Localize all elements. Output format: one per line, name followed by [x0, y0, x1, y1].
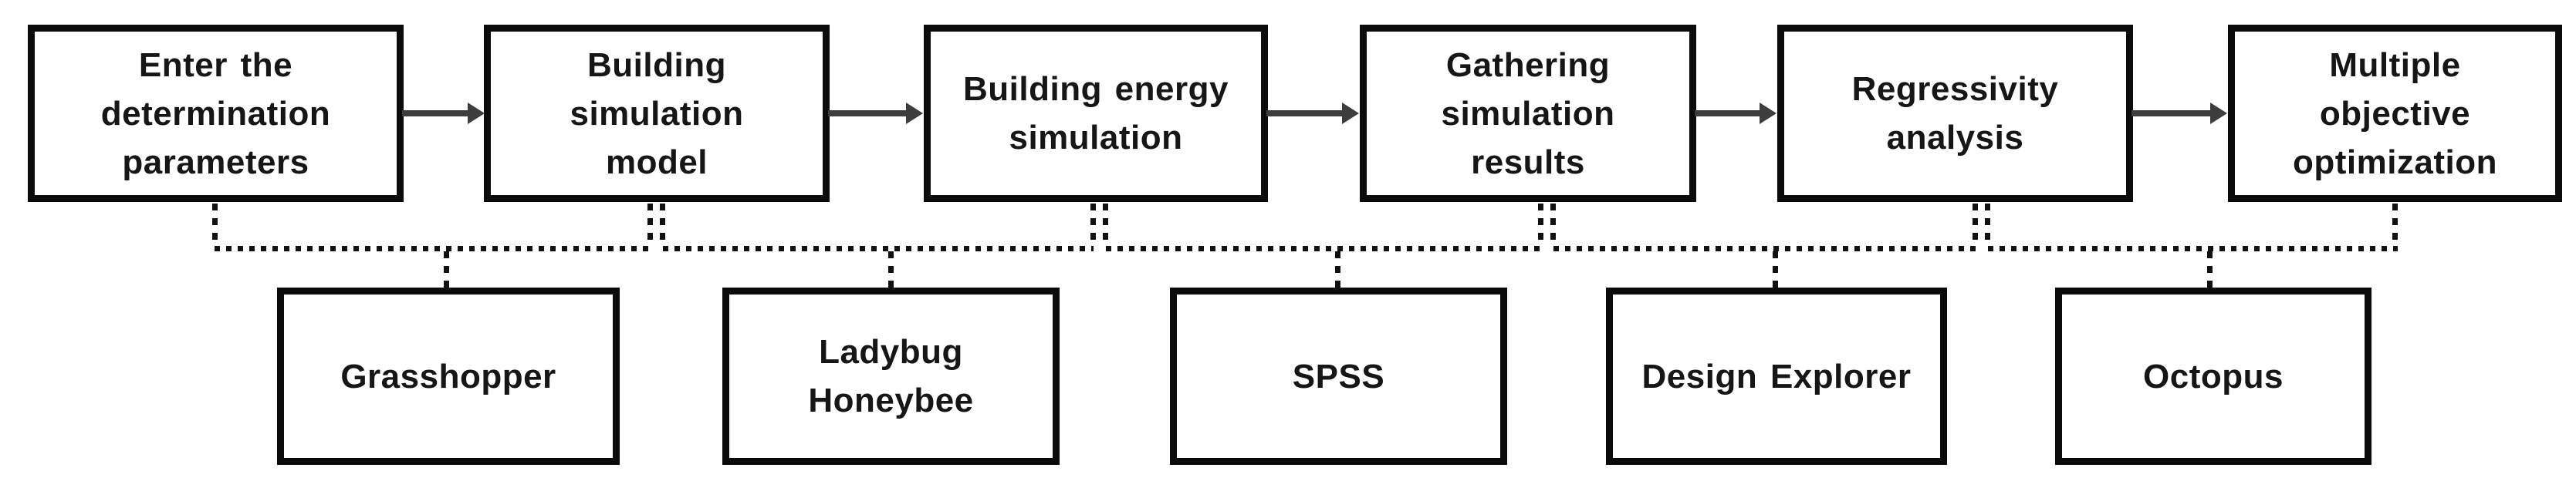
connector-rail-design-explorer	[1553, 246, 1976, 251]
step-box-energy-simulation: Building energy simulation	[924, 25, 1268, 202]
step-label: Enter the determination parameters	[100, 45, 331, 181]
tool-box-design-explorer: Design Explorer	[1606, 288, 1947, 465]
step-label: Multiple objective optimization	[2292, 45, 2498, 181]
connector-stem-design-explorer	[1773, 251, 1778, 288]
step-label: Gathering simulation results	[1441, 45, 1615, 181]
connector-drop-step4-b	[1550, 204, 1556, 246]
flow-arrow-icon	[1695, 103, 1776, 124]
tool-label: Design Explorer	[1641, 357, 1912, 395]
connector-drop-step2-b	[660, 204, 665, 246]
step-box-gathering-results: Gathering simulation results	[1360, 25, 1696, 202]
connector-drop-step6	[2392, 204, 2398, 246]
tool-label: Ladybug Honeybee	[808, 333, 974, 419]
step-box-enter-parameters: Enter the determination parameters	[28, 25, 404, 202]
connector-stem-grasshopper	[444, 251, 449, 288]
connector-stem-octopus	[2207, 251, 2213, 288]
connector-stem-ladybug	[888, 251, 894, 288]
connector-rail-ladybug	[663, 246, 1094, 251]
step-box-regressivity-analysis: Regressivity analysis	[1777, 25, 2133, 202]
step-label: Building simulation model	[570, 45, 744, 181]
tool-label: Grasshopper	[340, 357, 556, 395]
connector-rail-octopus	[1988, 246, 2398, 251]
tool-box-grasshopper: Grasshopper	[277, 288, 620, 465]
connector-rail-grasshopper	[215, 246, 651, 251]
flow-arrow-icon	[2131, 103, 2227, 124]
tool-box-spss: SPSS	[1170, 288, 1507, 465]
flow-arrow-icon	[1266, 103, 1359, 124]
connector-stem-spss	[1335, 251, 1340, 288]
connector-drop-step4-a	[1538, 204, 1543, 246]
step-label: Building energy simulation	[963, 70, 1229, 156]
step-box-multi-objective: Multiple objective optimization	[2228, 25, 2562, 202]
tool-label: SPSS	[1292, 357, 1385, 395]
connector-drop-step3-b	[1103, 204, 1108, 246]
tool-label: Octopus	[2143, 357, 2284, 395]
tool-box-ladybug-honeybee: Ladybug Honeybee	[722, 288, 1060, 465]
flow-arrow-icon	[828, 103, 923, 124]
connector-rail-spss	[1106, 246, 1541, 251]
step-box-building-model: Building simulation model	[484, 25, 830, 202]
connector-drop-step3-a	[1090, 204, 1096, 246]
tool-box-octopus: Octopus	[2055, 288, 2371, 465]
flow-arrow-icon	[402, 103, 485, 124]
connector-drop-step1	[212, 204, 218, 246]
connector-drop-step5-b	[1985, 204, 1990, 246]
connector-drop-step5-a	[1973, 204, 1978, 246]
step-label: Regressivity analysis	[1851, 70, 2059, 156]
connector-drop-step2-a	[647, 204, 653, 246]
